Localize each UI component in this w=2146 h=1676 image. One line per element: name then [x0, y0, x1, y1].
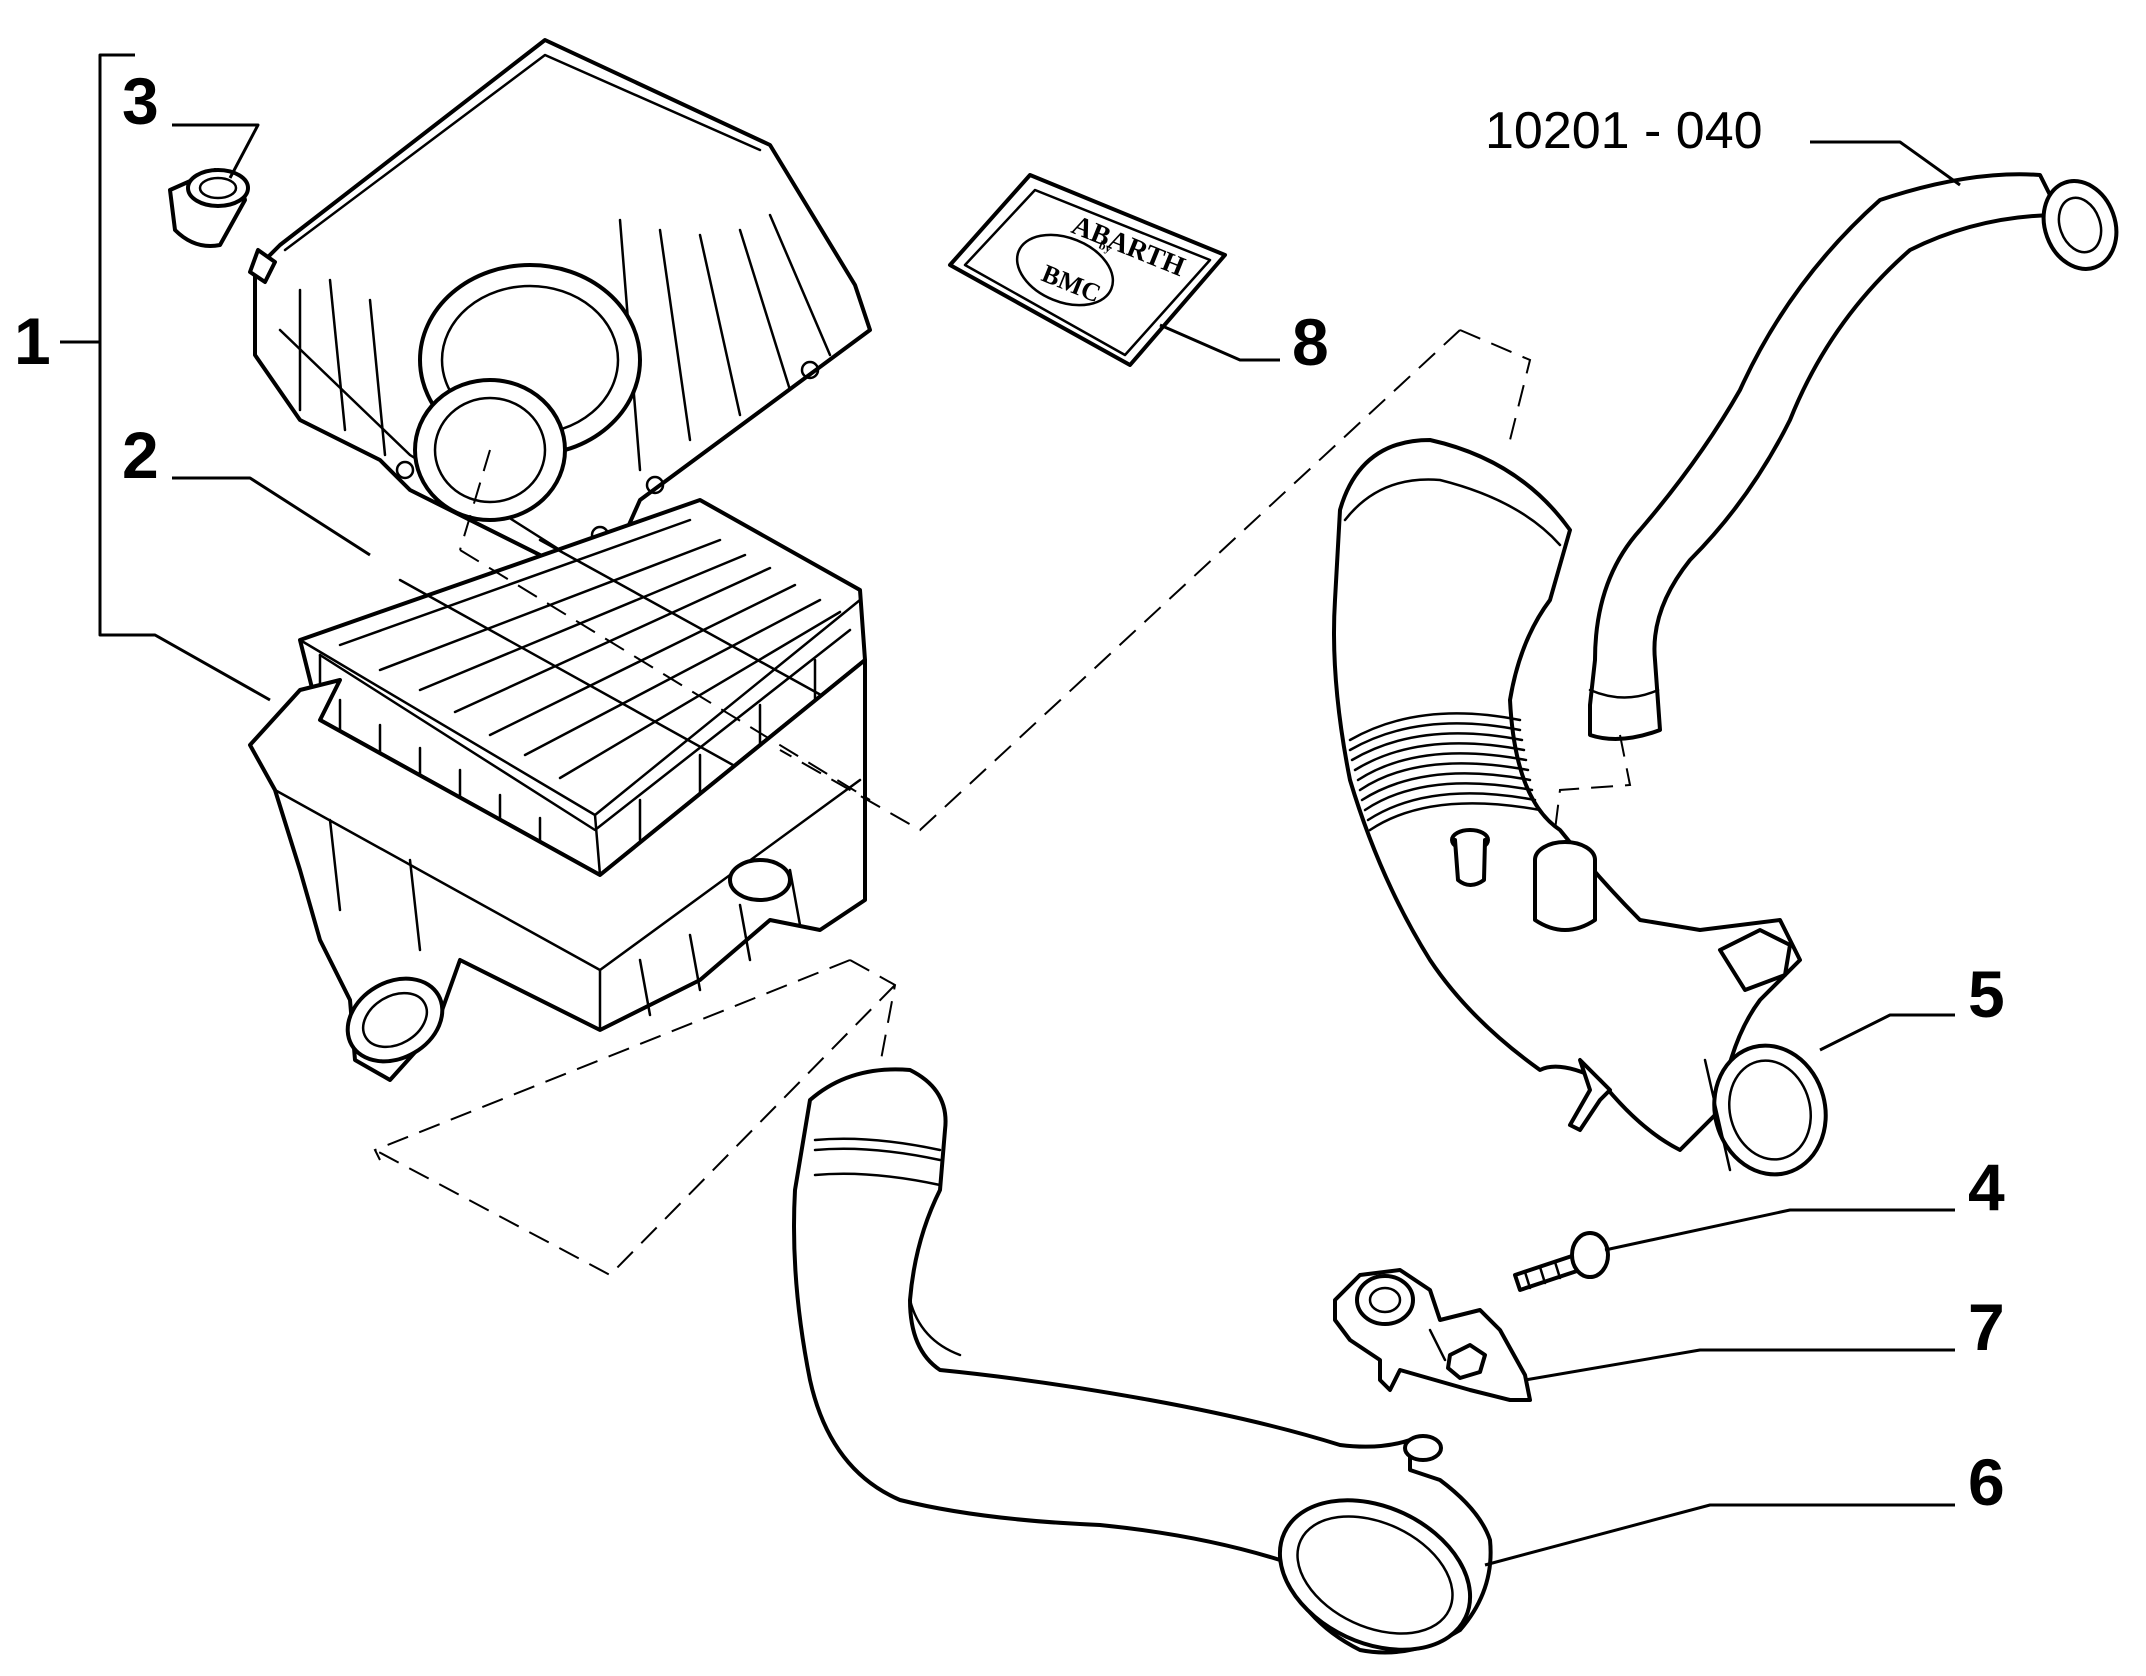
callout-2: 2 — [122, 418, 159, 492]
callout-7: 7 — [1968, 1290, 2005, 1364]
intake-pipe — [1332, 438, 1828, 1177]
leader-4 — [1604, 1208, 1955, 1252]
callout-8: 8 — [1292, 305, 1329, 379]
grommet — [168, 168, 250, 248]
breather-hose — [1588, 172, 2119, 741]
leader-2 — [172, 476, 371, 557]
assembly-bracket-1 — [98, 53, 271, 702]
reference-code: 10201 - 040 — [1485, 102, 1763, 160]
bracket — [1333, 1268, 1532, 1402]
leader-3 — [172, 123, 260, 179]
callout-5: 5 — [1968, 957, 2005, 1031]
callout-4: 4 — [1968, 1150, 2005, 1224]
leader-lines — [60, 53, 1961, 1567]
bolt — [1513, 1231, 1610, 1292]
lower-intake-hose — [792, 1067, 1493, 1655]
air-box-body — [248, 658, 867, 1082]
badge-by: by — [1097, 238, 1114, 256]
abarth-bmc-badge: ABARTH by BMC — [948, 173, 1227, 367]
callout-6: 6 — [1968, 1445, 2005, 1519]
callout-labels: 1 2 3 4 5 6 7 8 10201 - 040 — [14, 64, 2005, 1519]
leader-7 — [1524, 1348, 1955, 1382]
callout-1: 1 — [14, 304, 51, 378]
leader-refcode — [1810, 140, 1961, 187]
callout-3: 3 — [122, 64, 159, 138]
dashed-connectors — [373, 329, 1632, 1277]
leader-8 — [1159, 323, 1280, 362]
air-box-cover — [248, 38, 872, 567]
leader-5 — [1819, 1013, 1955, 1052]
leader-6 — [1484, 1503, 1955, 1567]
